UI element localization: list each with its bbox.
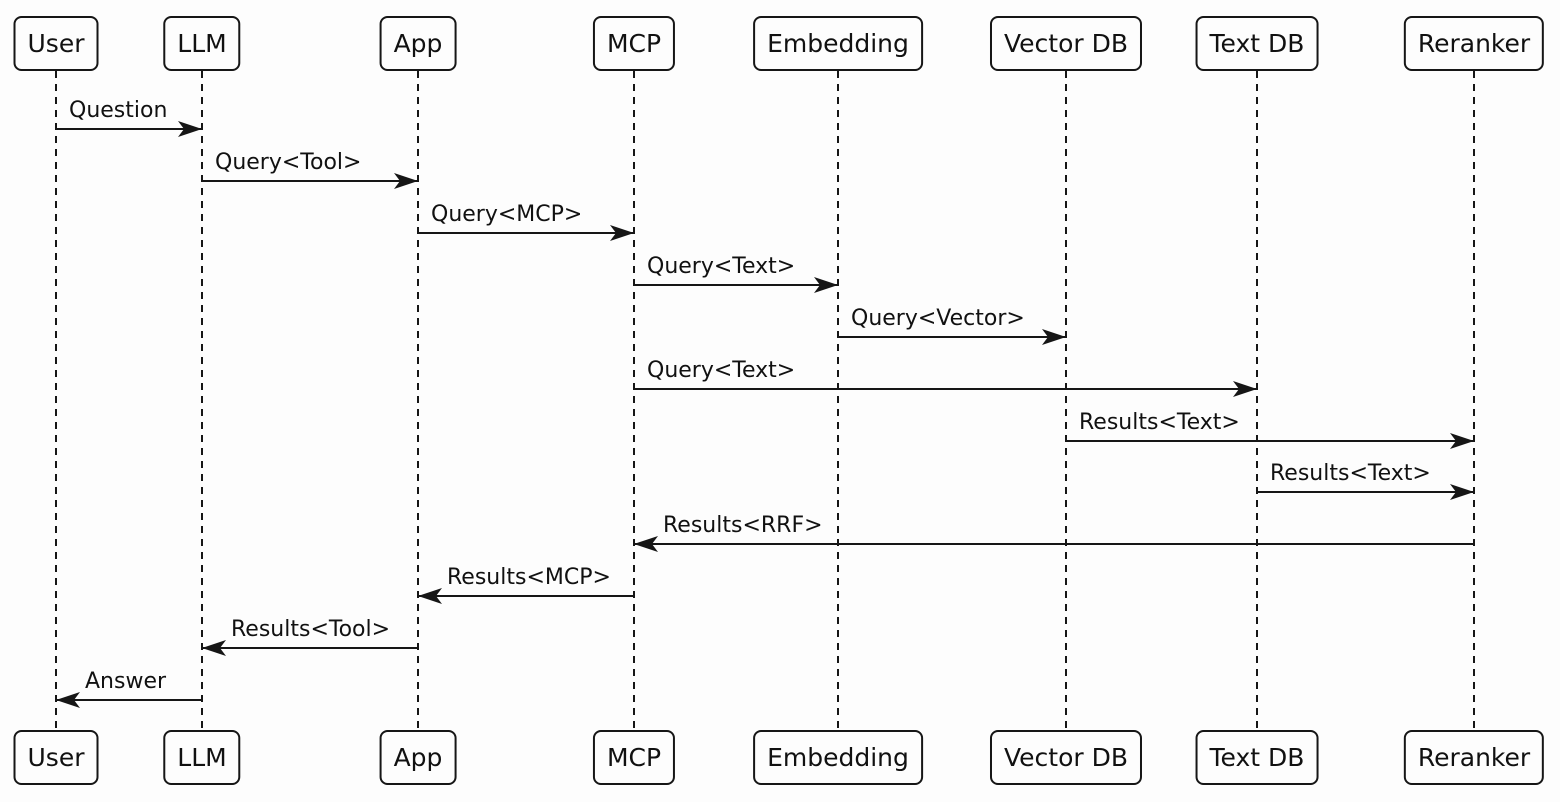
message-label-0: Question bbox=[69, 98, 168, 123]
message-line-2 bbox=[418, 232, 634, 234]
lifeline-reranker bbox=[1473, 71, 1475, 730]
arrowhead-icon-11 bbox=[56, 692, 80, 708]
message-line-11 bbox=[56, 699, 202, 701]
arrowhead-icon-9 bbox=[418, 588, 442, 604]
participant-box-bottom-embedding: Embedding bbox=[753, 730, 923, 785]
message-label-6: Results<Text> bbox=[1079, 410, 1240, 435]
message-label-10: Results<Tool> bbox=[231, 617, 391, 642]
message-line-3 bbox=[634, 284, 838, 286]
message-line-0 bbox=[56, 128, 202, 130]
arrowhead-icon-0 bbox=[178, 121, 202, 137]
message-label-4: Query<Vector> bbox=[851, 306, 1025, 331]
message-label-5: Query<Text> bbox=[647, 358, 796, 383]
participant-box-bottom-reranker: Reranker bbox=[1403, 730, 1545, 785]
participant-box-top-vector-db: Vector DB bbox=[989, 16, 1143, 71]
message-line-1 bbox=[202, 180, 418, 182]
message-label-2: Query<MCP> bbox=[431, 202, 583, 227]
lifeline-user bbox=[55, 71, 57, 730]
participant-box-bottom-mcp: MCP bbox=[592, 730, 676, 785]
arrowhead-icon-5 bbox=[1233, 381, 1257, 397]
lifeline-embedding bbox=[837, 71, 839, 730]
arrowhead-icon-7 bbox=[1450, 484, 1474, 500]
participant-box-top-reranker: Reranker bbox=[1403, 16, 1545, 71]
lifeline-llm bbox=[201, 71, 203, 730]
message-line-8 bbox=[634, 543, 1474, 545]
participant-box-top-embedding: Embedding bbox=[753, 16, 923, 71]
message-line-7 bbox=[1257, 491, 1474, 493]
message-line-6 bbox=[1066, 440, 1474, 442]
lifeline-app bbox=[417, 71, 419, 730]
participant-box-bottom-text-db: Text DB bbox=[1195, 730, 1319, 785]
lifeline-vector-db bbox=[1065, 71, 1067, 730]
participant-box-top-mcp: MCP bbox=[592, 16, 676, 71]
message-line-5 bbox=[634, 388, 1257, 390]
participant-box-bottom-user: User bbox=[13, 730, 99, 785]
message-label-8: Results<RRF> bbox=[663, 513, 823, 538]
arrowhead-icon-1 bbox=[394, 173, 418, 189]
lifeline-text-db bbox=[1256, 71, 1258, 730]
message-line-10 bbox=[202, 647, 418, 649]
arrowhead-icon-6 bbox=[1450, 433, 1474, 449]
participant-box-top-app: App bbox=[379, 16, 457, 71]
arrowhead-icon-4 bbox=[1042, 329, 1066, 345]
message-line-4 bbox=[838, 336, 1066, 338]
message-label-3: Query<Text> bbox=[647, 254, 796, 279]
message-label-11: Answer bbox=[85, 669, 167, 694]
participant-box-top-user: User bbox=[13, 16, 99, 71]
participant-box-bottom-llm: LLM bbox=[163, 730, 241, 785]
participant-box-top-text-db: Text DB bbox=[1195, 16, 1319, 71]
lifeline-mcp bbox=[633, 71, 635, 730]
arrowhead-icon-10 bbox=[202, 640, 226, 656]
message-line-9 bbox=[418, 595, 634, 597]
participant-box-top-llm: LLM bbox=[163, 16, 241, 71]
message-label-1: Query<Tool> bbox=[215, 150, 362, 175]
message-label-7: Results<Text> bbox=[1270, 461, 1431, 486]
arrowhead-icon-2 bbox=[610, 225, 634, 241]
message-label-9: Results<MCP> bbox=[447, 565, 611, 590]
arrowhead-icon-3 bbox=[814, 277, 838, 293]
participant-box-bottom-vector-db: Vector DB bbox=[989, 730, 1143, 785]
arrowhead-icon-8 bbox=[634, 536, 658, 552]
participant-box-bottom-app: App bbox=[379, 730, 457, 785]
